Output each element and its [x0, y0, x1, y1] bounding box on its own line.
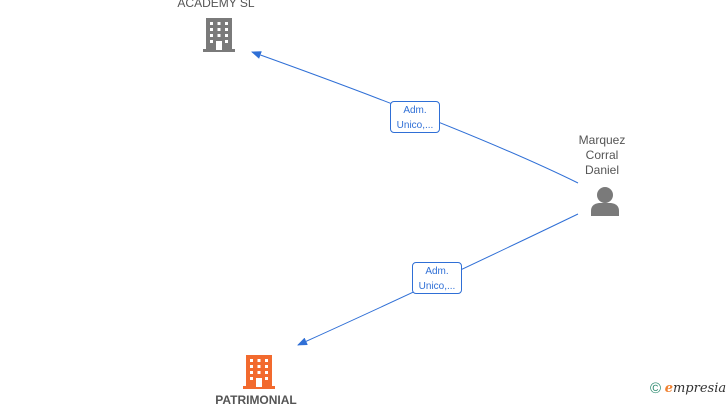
brand-rest: mpresia: [672, 381, 727, 396]
edge-label-bottom-line2: Unico,...: [418, 281, 456, 292]
top-company-label[interactable]: ACADEMY SL: [156, 0, 276, 11]
edge-label-top[interactable]: Adm. Unico,...: [390, 101, 440, 133]
edge-label-top-line1: Adm.: [403, 105, 427, 116]
person-icon[interactable]: [591, 187, 619, 216]
brand-initial: e: [664, 381, 673, 396]
person-first-line: Marquez: [578, 133, 626, 147]
edge-label-bottom[interactable]: Adm. Unico,...: [412, 262, 462, 294]
edge-label-top-line2: Unico,...: [396, 120, 434, 131]
edge-label-bottom-line1: Adm.: [425, 266, 449, 277]
building-icon[interactable]: [243, 355, 275, 389]
building-icon[interactable]: [203, 18, 235, 52]
bottom-company-name: PATRIMONIAL: [215, 393, 297, 407]
person-label[interactable]: Marquez Corral Daniel: [562, 133, 642, 178]
edge-person-to-top-company: [251, 51, 579, 184]
copyright-icon: ©: [650, 380, 662, 397]
person-third-line: Daniel: [584, 163, 620, 177]
bottom-company-label[interactable]: PATRIMONIAL: [196, 393, 316, 408]
empresia-watermark: © empresia: [650, 380, 726, 400]
brand-logo: empresia: [665, 381, 726, 396]
person-second-line: Corral: [585, 148, 619, 162]
top-company-name: ACADEMY SL: [177, 0, 255, 10]
